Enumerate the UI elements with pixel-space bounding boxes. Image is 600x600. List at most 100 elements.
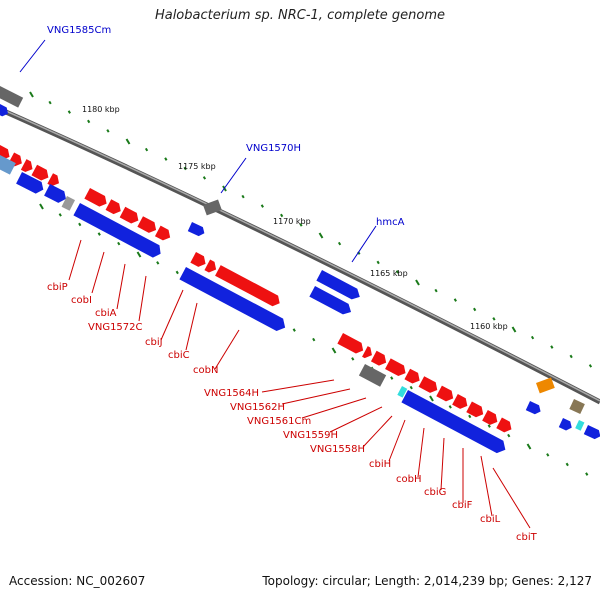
- label-cbig: cbiG: [424, 487, 446, 498]
- gene-blue-right-2: [558, 418, 572, 431]
- outer-tick: [511, 326, 517, 333]
- inner-tick: [312, 337, 316, 342]
- label-cbip: cbiP: [47, 282, 68, 293]
- label-cbic: cbiC: [168, 350, 190, 361]
- inner-tick: [58, 213, 62, 217]
- gene-cyan-vng1559h: [397, 386, 408, 398]
- inner-tick: [97, 232, 101, 236]
- red-gene-arrow: [370, 350, 387, 366]
- gene-blue-cbi-1: [0, 154, 16, 175]
- red-gene-arrow: [154, 225, 171, 241]
- outer-tick: [125, 138, 131, 145]
- outer-tick: [29, 91, 34, 98]
- gene-blue-cbi-3: [44, 184, 66, 203]
- outer-tick: [106, 129, 110, 133]
- inner-tick: [390, 376, 394, 380]
- figure-title: Halobacterium sp. NRC-1, complete genome: [154, 8, 446, 23]
- gene-gray-vng1570h: [203, 199, 222, 216]
- inner-tick: [429, 395, 434, 402]
- outer-tick: [318, 232, 324, 239]
- inner-tick: [156, 261, 160, 265]
- inner-tick: [526, 443, 532, 450]
- gene-blue-top-left: [0, 102, 8, 117]
- label-vng1561cm: VNG1561Cm: [247, 416, 311, 427]
- inner-tick: [507, 433, 511, 438]
- label-cbif: cbiF: [452, 500, 473, 511]
- red-gene-arrow: [137, 216, 157, 233]
- label-cbij: cbiJ: [145, 337, 163, 348]
- gene-blue-cbih-cbit: [401, 390, 506, 454]
- kbp-label-1170: 1170 kbp: [273, 217, 311, 226]
- outer-tick: [588, 364, 593, 368]
- gene-blue-far-right: [583, 425, 600, 440]
- red-gene-arrow: [20, 159, 33, 173]
- red-gene-arrow: [404, 368, 420, 384]
- inner-tick: [468, 414, 472, 419]
- inner-tick: [565, 462, 569, 467]
- red-gene-arrow: [452, 394, 468, 409]
- outer-tick-row: [29, 91, 593, 368]
- inner-tick: [585, 472, 589, 476]
- inner-tick: [409, 385, 413, 390]
- kbp-label-1175: 1175 kbp: [178, 162, 216, 171]
- inner-tick: [448, 405, 452, 409]
- label-cbit: cbiT: [516, 532, 538, 543]
- outer-tick: [87, 119, 91, 124]
- gene-red-row-right: [190, 252, 512, 433]
- kbp-label-1160: 1160 kbp: [470, 322, 508, 331]
- gene-blue-hmca-1: [316, 270, 360, 300]
- kbp-label-1165: 1165 kbp: [370, 269, 408, 278]
- outer-tick: [492, 317, 496, 321]
- gene-orange-right: [536, 377, 555, 394]
- outer-tick: [164, 157, 168, 161]
- outer-tick: [183, 166, 187, 171]
- red-gene-arrow: [362, 346, 372, 359]
- outer-tick: [337, 241, 342, 246]
- gene-cyan-right: [575, 420, 585, 431]
- gene-blue-right-1: [525, 401, 541, 415]
- gene-blue-cbi-2: [16, 172, 44, 194]
- gene-gray-vng1585cm: [0, 86, 24, 108]
- inner-tick: [136, 251, 142, 258]
- red-gene-arrow: [215, 265, 280, 307]
- label-vng1558h: VNG1558H: [310, 444, 365, 455]
- red-gene-arrow: [496, 417, 512, 433]
- red-gene-arrow: [105, 199, 121, 215]
- outer-tick: [453, 298, 457, 302]
- outer-tick: [434, 288, 438, 293]
- outer-tick: [376, 260, 380, 265]
- red-gene-arrow: [190, 252, 206, 267]
- gene-red-row-left: [0, 145, 60, 187]
- gene-red-row-mid: [84, 188, 171, 241]
- gene-blue-cbic: [179, 267, 286, 332]
- red-leader-lines: [68, 239, 531, 529]
- inner-tick: [39, 203, 44, 210]
- red-gene-arrow: [436, 385, 454, 402]
- label-cobh: cobH: [396, 474, 421, 485]
- red-gene-arrow: [418, 376, 438, 393]
- outer-tick: [415, 279, 420, 286]
- genome-backbone: [0, 106, 600, 405]
- red-gene-arrow: [47, 173, 60, 187]
- red-gene-arrow: [0, 145, 10, 160]
- label-hmca: hmcA: [376, 217, 405, 228]
- inner-tick-row: [39, 203, 589, 476]
- inner-tick: [78, 222, 82, 227]
- inner-tick: [546, 453, 550, 457]
- red-gene-arrow: [119, 206, 139, 224]
- outer-tick: [550, 345, 554, 349]
- label-cbih: cbiH: [369, 459, 391, 470]
- gene-gray-cbi: [61, 196, 76, 211]
- outer-tick: [299, 223, 303, 227]
- inner-tick: [351, 357, 355, 361]
- accession-text: Accession: NC_002607: [9, 574, 146, 588]
- gene-gray-vng1564h: [358, 364, 387, 387]
- outer-tick: [202, 176, 207, 180]
- inner-tick: [292, 328, 296, 332]
- inner-tick: [117, 241, 121, 246]
- label-cbil: cbiL: [480, 514, 501, 525]
- red-gene-arrow: [466, 401, 484, 418]
- kbp-label-1180: 1180 kbp: [82, 105, 120, 114]
- outer-tick: [473, 307, 477, 312]
